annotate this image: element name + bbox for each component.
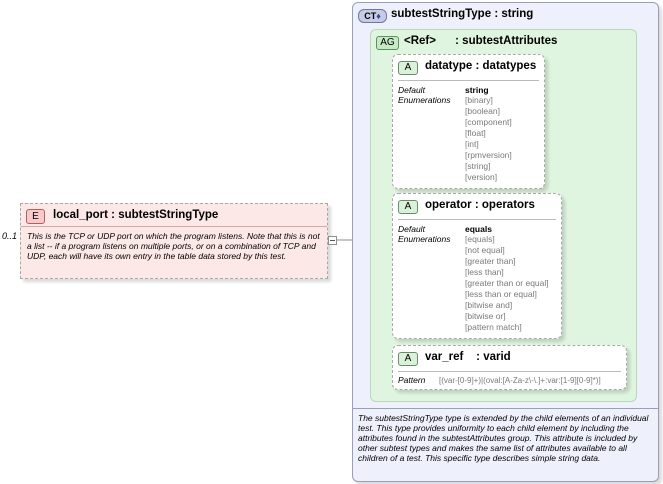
attr-divider <box>398 219 556 220</box>
ct-base: string <box>501 8 534 20</box>
ct-doc: The subtestStringType type is extended b… <box>358 413 649 463</box>
attribute-box-datatype[interactable]: A datatype : datatypes Default Enumerati… <box>392 54 545 189</box>
enum-item: [version] <box>465 172 498 182</box>
attr-divider <box>398 80 539 81</box>
enum-item: [less than] <box>465 267 504 277</box>
enum-item: [bitwise or] <box>465 311 506 321</box>
minus-icon <box>330 240 335 241</box>
enum-item: [equals] <box>465 234 495 244</box>
ag-badge: AG <box>376 36 399 50</box>
enum-item: [less than or equal] <box>465 289 537 299</box>
element-divider <box>21 226 327 227</box>
attr-pattern-value: [(var-[0-9]+)|(oval:[A-Za-z\-\.]+:var:[1… <box>439 376 601 385</box>
attr-name: operator <box>425 199 472 211</box>
element-doc: This is the TCP or UDP port on which the… <box>27 231 320 261</box>
enum-item: [component] <box>465 117 512 127</box>
attr-name: datatype <box>425 60 473 72</box>
attr-title: operator : operators <box>425 199 535 211</box>
attr-type: datatypes <box>482 60 537 72</box>
ct-title: subtestStringType : string <box>391 8 534 20</box>
enum-item: [int] <box>465 139 479 149</box>
ct-badge: CT♦ <box>358 9 387 23</box>
element-box[interactable]: E local_port : subtestStringType This is… <box>20 203 328 279</box>
attr-type: operators <box>481 199 535 211</box>
attr-enum-label: Enumerations <box>398 95 451 105</box>
attr-group-box[interactable]: AG <Ref> : subtestAttributes A datatype … <box>370 29 637 402</box>
enum-item: [not equal] <box>465 245 505 255</box>
attr-badge: A <box>398 61 418 75</box>
enum-item: [greater than or equal] <box>465 278 549 288</box>
enum-item: [pattern match] <box>465 322 522 332</box>
attr-type: varid <box>483 351 511 363</box>
cardinality-label: 0..1 <box>2 231 18 241</box>
element-badge: E <box>26 209 45 224</box>
attr-name: var_ref <box>425 351 464 363</box>
ag-title: <Ref> : subtestAttributes <box>404 35 558 47</box>
ag-ref: <Ref> <box>404 35 436 47</box>
attribute-box-operator[interactable]: A operator : operators Default Enumerati… <box>392 193 562 339</box>
attr-enum-list: [binary] [boolean] [component] [float] [… <box>465 95 512 183</box>
element-type: subtestStringType <box>118 209 219 221</box>
enum-item: [float] <box>465 128 486 138</box>
ct-divider <box>353 408 658 409</box>
attr-enum-list: [equals] [not equal] [greater than] [les… <box>465 234 549 333</box>
attr-default-value: string <box>465 85 489 95</box>
attr-default-label: Default <box>398 85 425 95</box>
element-title: local_port : subtestStringType <box>53 209 219 221</box>
attr-badge: A <box>398 352 418 366</box>
attr-divider <box>398 371 621 372</box>
enum-item: [greater than] <box>465 256 516 266</box>
ag-name: subtestAttributes <box>462 35 558 47</box>
enum-item: [bitwise and] <box>465 300 513 310</box>
attr-badge: A <box>398 200 418 214</box>
enum-item: [binary] <box>465 95 493 105</box>
element-name: local_port <box>53 209 108 221</box>
enum-item: [string] <box>465 161 491 171</box>
attribute-box-var-ref[interactable]: A var_ref : varid Pattern [(var-[0-9]+)|… <box>392 345 627 390</box>
enum-item: [rpmversion] <box>465 150 512 160</box>
attr-default-label: Default <box>398 224 425 234</box>
enum-item: [boolean] <box>465 106 500 116</box>
attr-enum-label: Enumerations <box>398 234 451 244</box>
ct-name: subtestStringType <box>391 8 492 20</box>
attr-title: datatype : datatypes <box>425 60 537 72</box>
ct-plus-icon: ♦ <box>376 11 381 21</box>
attr-default-value: equals <box>465 224 492 234</box>
attr-pattern-label: Pattern <box>398 375 426 385</box>
expand-toggle[interactable] <box>328 236 337 245</box>
attr-title: var_ref : varid <box>425 351 511 363</box>
complex-type-box[interactable]: CT♦ subtestStringType : string AG <Ref> … <box>352 2 659 482</box>
